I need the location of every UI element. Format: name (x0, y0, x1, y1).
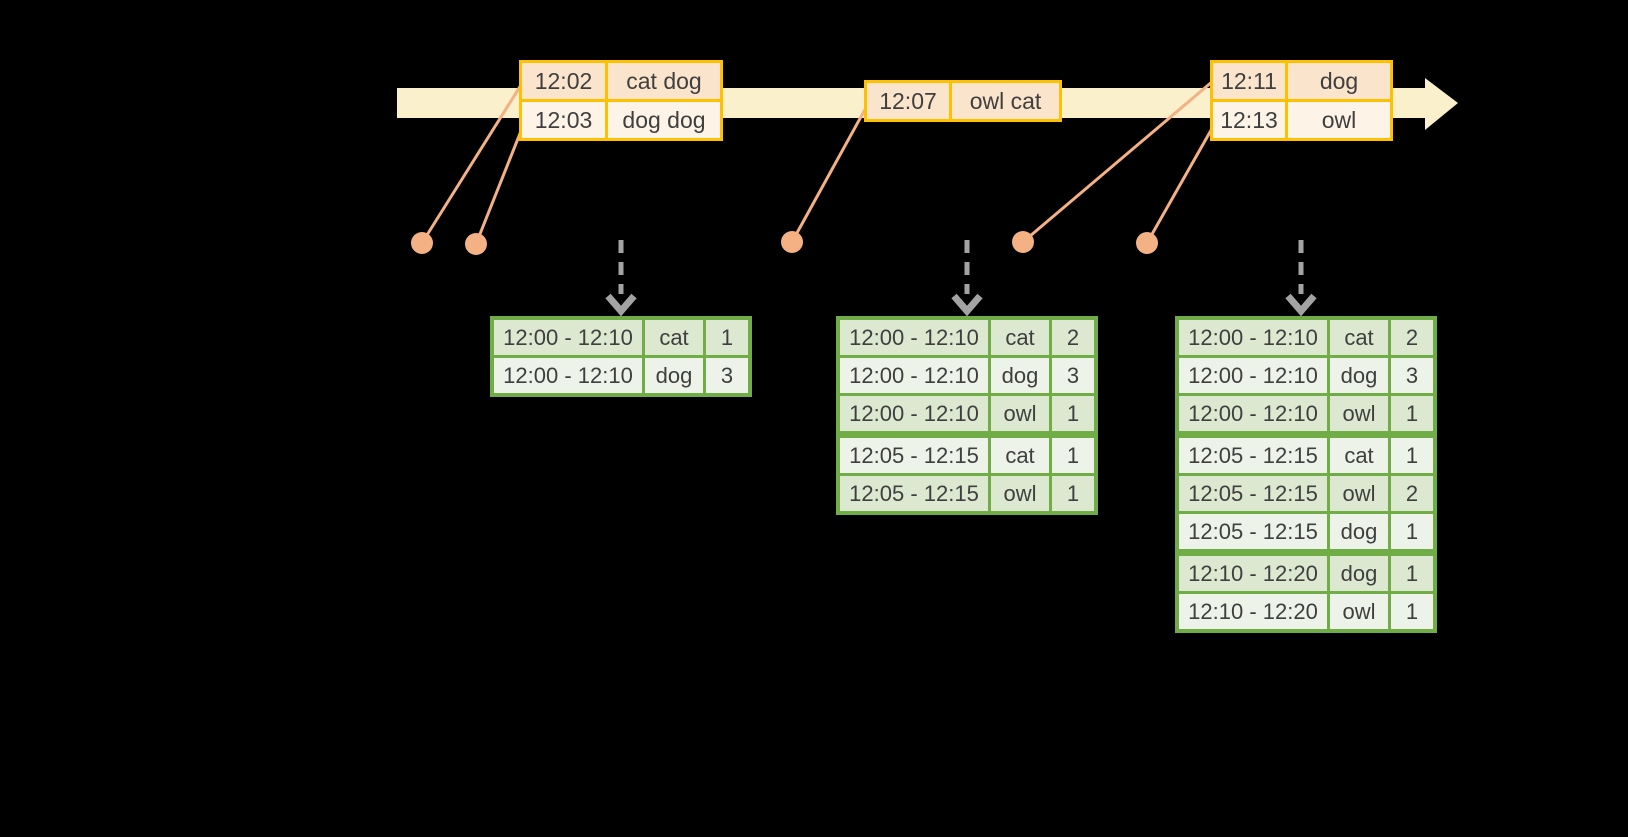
window-cell: 12:00 - 12:10 (494, 320, 642, 355)
word-cell: dog (991, 358, 1049, 393)
count-cell: 3 (1052, 358, 1094, 393)
connector-line (420, 84, 523, 244)
time-cell: 12:13 (1213, 102, 1285, 138)
word-cell: cat (1330, 320, 1388, 355)
window-cell: 12:00 - 12:10 (494, 358, 642, 393)
connector-line (1145, 124, 1216, 244)
window-cell: 12:10 - 12:20 (1179, 556, 1327, 591)
word-cell: cat (645, 320, 703, 355)
window-cell: 12:00 - 12:10 (1179, 320, 1327, 355)
connector-line (790, 103, 870, 243)
event-dot (465, 233, 487, 255)
count-cell: 1 (1391, 514, 1433, 549)
count-cell: 1 (706, 320, 748, 355)
window-cell: 12:00 - 12:10 (840, 320, 988, 355)
word-cell: cat (1330, 438, 1388, 473)
time-cell: 12:02 (522, 63, 605, 99)
window-cell: 12:05 - 12:15 (1179, 476, 1327, 511)
count-cell: 1 (1391, 556, 1433, 591)
word-cell: dog (1330, 358, 1388, 393)
window-cell: 12:00 - 12:10 (1179, 358, 1327, 393)
event-dot (1012, 231, 1034, 253)
window-cell: 12:00 - 12:10 (1179, 396, 1327, 431)
words-cell: owl (1288, 102, 1390, 138)
window-cell: 12:00 - 12:10 (840, 396, 988, 431)
count-cell: 1 (1391, 438, 1433, 473)
word-cell: owl (1330, 476, 1388, 511)
word-cell: owl (991, 476, 1049, 511)
count-cell: 2 (1391, 476, 1433, 511)
word-cell: owl (1330, 594, 1388, 629)
count-cell: 2 (1052, 320, 1094, 355)
word-cell: dog (1330, 556, 1388, 591)
dashed-arrow-head-icon (605, 293, 637, 317)
word-cell: dog (1330, 514, 1388, 549)
count-cell: 1 (1391, 594, 1433, 629)
words-cell: owl cat (952, 83, 1059, 119)
window-cell: 12:05 - 12:15 (1179, 514, 1327, 549)
event-dot (781, 231, 803, 253)
window-cell: 12:05 - 12:15 (840, 476, 988, 511)
connector-line (1022, 79, 1214, 244)
count-cell: 2 (1391, 320, 1433, 355)
window-cell: 12:10 - 12:20 (1179, 594, 1327, 629)
words-cell: cat dog (608, 63, 720, 99)
connector-line (474, 125, 525, 245)
word-cell: cat (991, 320, 1049, 355)
window-cell: 12:05 - 12:15 (840, 438, 988, 473)
count-cell: 3 (1391, 358, 1433, 393)
dashed-arrow-head-icon (951, 293, 983, 317)
count-cell: 1 (1391, 396, 1433, 431)
word-cell: owl (991, 396, 1049, 431)
count-cell: 1 (1052, 438, 1094, 473)
word-cell: cat (991, 438, 1049, 473)
window-cell: 12:00 - 12:10 (840, 358, 988, 393)
event-dot (411, 232, 433, 254)
time-cell: 12:07 (867, 83, 949, 119)
count-cell: 1 (1052, 476, 1094, 511)
event-dot (1136, 232, 1158, 254)
time-cell: 12:11 (1213, 63, 1285, 99)
window-cell: 12:05 - 12:15 (1179, 438, 1327, 473)
word-cell: dog (645, 358, 703, 393)
count-cell: 1 (1052, 396, 1094, 431)
word-cell: owl (1330, 396, 1388, 431)
time-cell: 12:03 (522, 102, 605, 138)
count-cell: 3 (706, 358, 748, 393)
words-cell: dog dog (608, 102, 720, 138)
words-cell: dog (1288, 63, 1390, 99)
dashed-arrow-head-icon (1285, 293, 1317, 317)
